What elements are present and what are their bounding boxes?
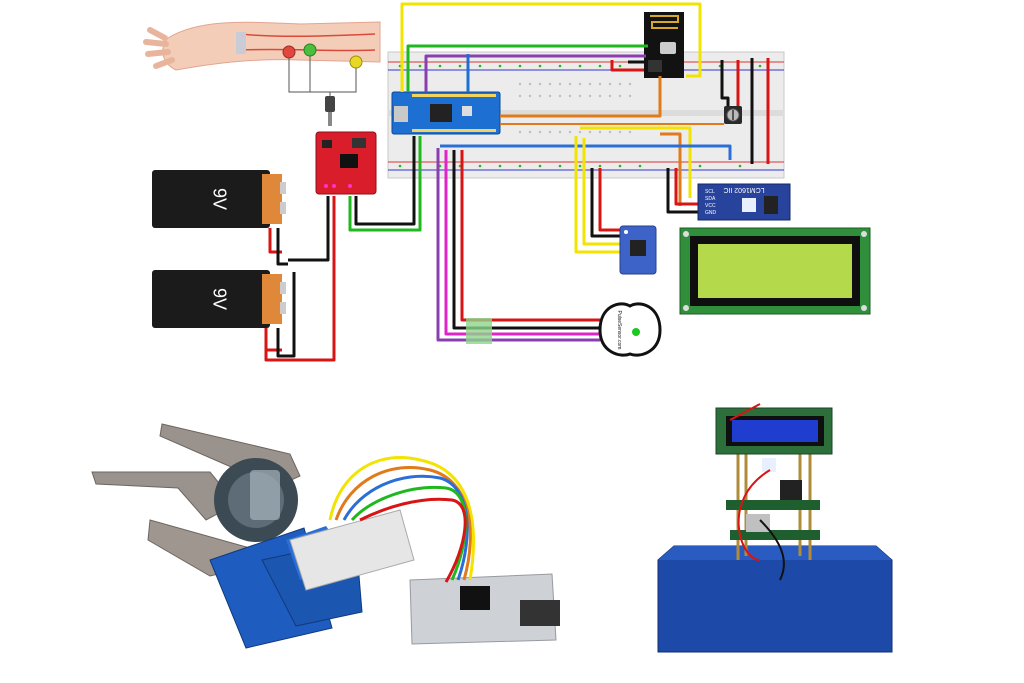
nrf24-module [644, 12, 684, 78]
pin-sda: SDA [705, 196, 716, 202]
battery-top: 9V [152, 170, 286, 228]
battery-bottom-label: 9V [209, 288, 229, 310]
pin-scl: SCL [705, 189, 715, 195]
arduino-nano [391, 91, 501, 135]
pulse-sensor-label: PulseSensor.com [616, 311, 622, 350]
battery-bottom: 9V [152, 270, 286, 328]
audio-plug [325, 96, 335, 112]
electrode-leads [288, 56, 357, 104]
electrode-green [303, 43, 317, 57]
enclosure-photo [657, 403, 893, 653]
wiring-diagram: 9V 9V [143, 2, 871, 362]
emg-sensor-module [315, 131, 377, 195]
potentiometer [724, 106, 742, 124]
robotic-gripper-photo [91, 423, 560, 649]
lcd-display [679, 227, 871, 315]
lcd-backpack-title: LCM1602 IIC [723, 186, 764, 193]
wires [264, 2, 770, 362]
battery-top-label: 9V [209, 188, 229, 210]
forearm-illustration [143, 21, 381, 71]
heatshrink [466, 318, 492, 344]
electrode-red [282, 45, 296, 59]
electrode-yellow [349, 55, 363, 69]
pin-vcc: VCC [705, 203, 716, 209]
lcd-i2c-backpack: LCM1602 IIC SCL SDA VCC GND [697, 183, 791, 221]
imu-module [619, 225, 657, 275]
pin-gnd: GND [705, 210, 717, 216]
pulse-sensor: PulseSensor.com [598, 302, 662, 357]
